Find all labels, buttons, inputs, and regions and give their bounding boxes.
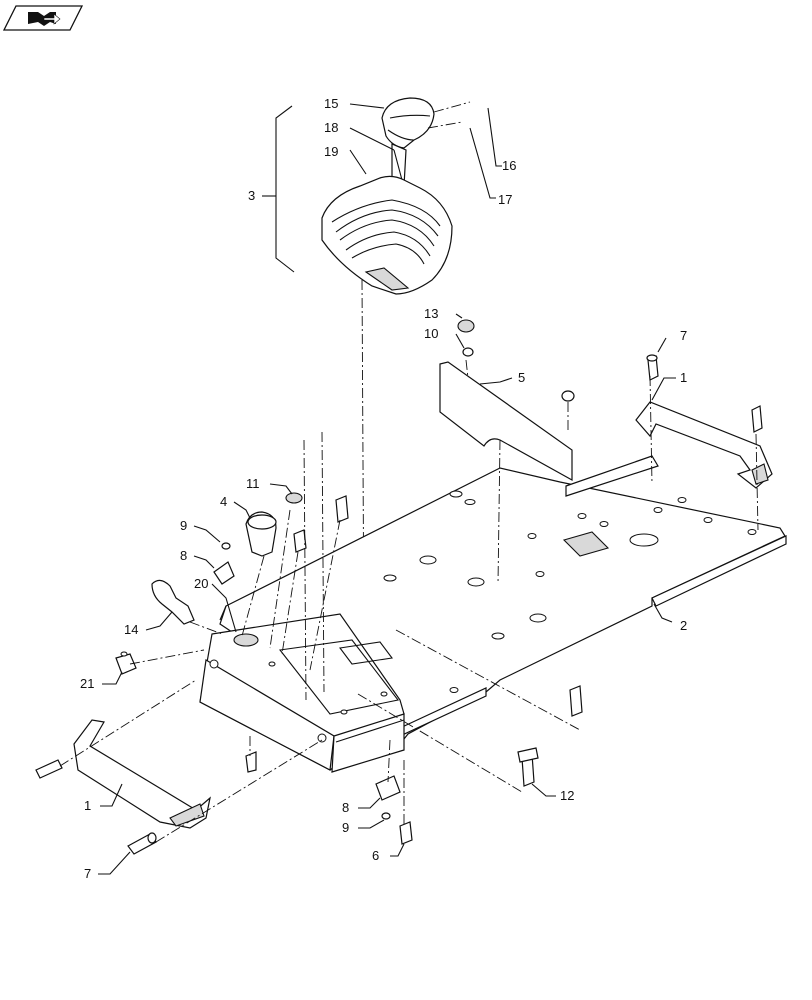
callout-9-lower: 9: [342, 820, 349, 835]
nut-10: [462, 347, 474, 357]
callout-8-lower: 8: [342, 800, 349, 815]
nav-button[interactable]: [2, 5, 84, 31]
callout-21: 21: [80, 676, 94, 691]
console-housing: [199, 613, 405, 773]
switch-14: [151, 579, 195, 625]
control-knob: [245, 511, 277, 557]
screw-7-upper: [646, 354, 659, 381]
joystick-boot: [321, 175, 453, 295]
callout-7-upper: 7: [680, 328, 687, 343]
nut-9-lower: [381, 812, 391, 820]
bracket-21: [115, 651, 137, 675]
callout-15: 15: [324, 96, 338, 111]
callout-18: 18: [324, 120, 338, 135]
handle-upper: [635, 401, 773, 489]
callout-20: 20: [194, 576, 208, 591]
callout-19: 19: [324, 144, 338, 159]
screw-console: [245, 495, 349, 773]
handle-lower: [73, 719, 211, 829]
callout-6: 6: [372, 848, 379, 863]
screw-6: [399, 821, 413, 845]
bracket-3: [262, 105, 295, 273]
callout-8-upper: 8: [180, 548, 187, 563]
bracket-plate: [439, 361, 659, 497]
callout-7-lower: 7: [84, 866, 91, 881]
screw-left: [35, 759, 63, 779]
bolt-12: [517, 747, 539, 787]
screw-7-lower: [127, 832, 157, 855]
callout-4: 4: [220, 494, 227, 509]
callout-13: 13: [424, 306, 438, 321]
clip-8-upper: [213, 561, 235, 585]
book-with-arrow-icon: [28, 12, 61, 26]
screw-plate-right: [569, 685, 583, 717]
screw-upper-right: [751, 405, 763, 433]
callout-1-lower: 1: [84, 798, 91, 813]
callout-14: 14: [124, 622, 138, 637]
callout-3: 3: [248, 188, 255, 203]
callout-11: 11: [246, 476, 260, 491]
callout-1-upper: 1: [680, 370, 687, 385]
nut-9-upper: [221, 542, 231, 550]
cap-13: [457, 319, 475, 333]
callout-5: 5: [518, 370, 525, 385]
callout-17: 17: [498, 192, 512, 207]
callout-16: 16: [502, 158, 516, 173]
callout-10: 10: [424, 326, 438, 341]
cap-11: [285, 492, 303, 504]
callout-9-upper: 9: [180, 518, 187, 533]
cap-right: [561, 390, 575, 402]
joystick-knob: [381, 97, 435, 149]
callout-2: 2: [680, 618, 687, 633]
callout-12: 12: [560, 788, 574, 803]
